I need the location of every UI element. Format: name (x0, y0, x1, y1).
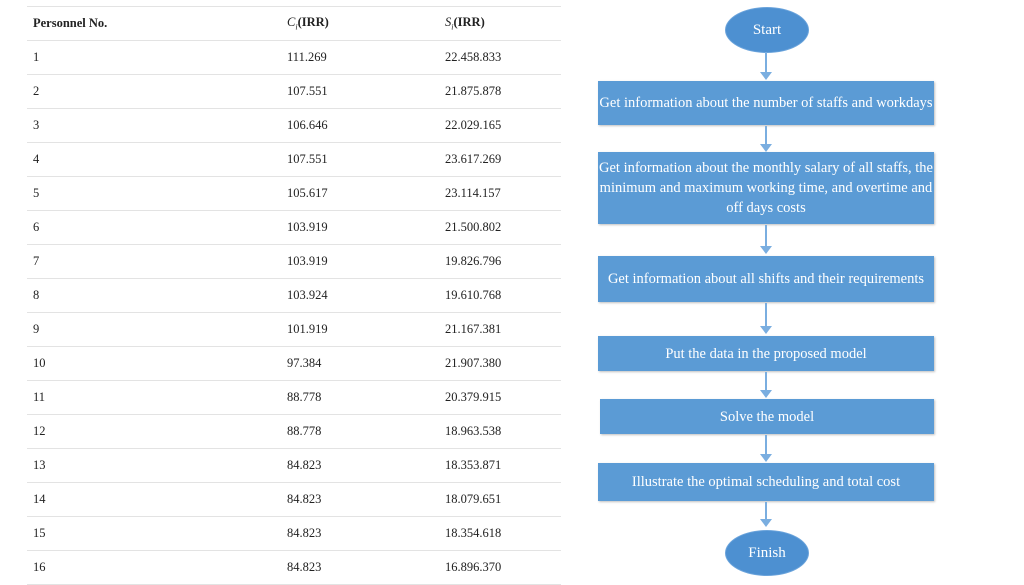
cell-ci: 97.384 (281, 346, 439, 381)
arrow-5 (760, 372, 772, 398)
cell-si: 20.379.915 (439, 380, 561, 415)
cell-personnel-no: 1 (27, 40, 281, 75)
cell-personnel-no: 2 (27, 74, 281, 109)
arrow-1 (760, 52, 772, 80)
cell-si: 18.079.651 (439, 482, 561, 517)
cell-ci: 107.551 (281, 142, 439, 177)
header-ci-symbol: C (287, 15, 296, 30)
cell-personnel-no: 9 (27, 312, 281, 347)
cell-si: 16.896.370 (439, 550, 561, 585)
cell-ci: 84.823 (281, 516, 439, 551)
arrow-3 (760, 225, 772, 254)
arrow-2 (760, 126, 772, 152)
cell-ci: 88.778 (281, 380, 439, 415)
header-si-unit: (IRR) (453, 15, 485, 30)
step-illustrate-results: Illustrate the optimal scheduling and to… (598, 463, 934, 501)
cell-personnel-no: 3 (27, 108, 281, 143)
table-header-row: Personnel No. Ci(IRR) Si(IRR) (27, 6, 561, 41)
cell-si: 19.826.796 (439, 244, 561, 279)
cell-personnel-no: 5 (27, 176, 281, 211)
cell-ci: 103.919 (281, 210, 439, 245)
cell-si: 19.610.768 (439, 278, 561, 313)
cell-si: 22.029.165 (439, 108, 561, 143)
cell-ci: 111.269 (281, 40, 439, 75)
cell-personnel-no: 10 (27, 346, 281, 381)
arrow-6 (760, 435, 772, 462)
cell-ci: 105.617 (281, 176, 439, 211)
header-ci: Ci(IRR) (281, 6, 439, 41)
arrow-4 (760, 303, 772, 334)
cell-ci: 84.823 (281, 482, 439, 517)
cell-ci: 88.778 (281, 414, 439, 449)
cell-personnel-no: 12 (27, 414, 281, 449)
cell-personnel-no: 8 (27, 278, 281, 313)
cell-si: 23.617.269 (439, 142, 561, 177)
cell-ci: 106.646 (281, 108, 439, 143)
header-ci-sub: i (295, 22, 298, 32)
cell-si: 18.353.871 (439, 448, 561, 483)
step-shifts-requirements: Get information about all shifts and the… (598, 256, 934, 302)
cell-ci: 101.919 (281, 312, 439, 347)
cell-personnel-no: 15 (27, 516, 281, 551)
cell-si: 23.114.157 (439, 176, 561, 211)
step-solve-model: Solve the model (600, 399, 934, 434)
header-si-symbol: S (445, 15, 452, 30)
cell-si: 18.963.538 (439, 414, 561, 449)
step-salary-costs: Get information about the monthly salary… (598, 152, 934, 224)
header-si-sub: i (451, 22, 454, 32)
step-put-data: Put the data in the proposed model (598, 336, 934, 371)
cell-si: 21.875.878 (439, 74, 561, 109)
start-node: Start (725, 7, 809, 53)
cell-si: 21.500.802 (439, 210, 561, 245)
cell-ci: 84.823 (281, 550, 439, 585)
cell-ci: 103.924 (281, 278, 439, 313)
step-staff-workdays: Get information about the number of staf… (598, 81, 934, 125)
cell-si: 21.167.381 (439, 312, 561, 347)
header-si: Si(IRR) (439, 6, 561, 41)
cell-personnel-no: 4 (27, 142, 281, 177)
arrow-7 (760, 502, 772, 527)
cell-ci: 103.919 (281, 244, 439, 279)
cell-si: 21.907.380 (439, 346, 561, 381)
finish-node: Finish (725, 530, 809, 576)
cell-ci: 84.823 (281, 448, 439, 483)
cell-personnel-no: 7 (27, 244, 281, 279)
cell-personnel-no: 6 (27, 210, 281, 245)
header-personnel-no: Personnel No. (27, 6, 281, 41)
flowchart: Start Get information about the number o… (590, 0, 950, 576)
cell-personnel-no: 11 (27, 380, 281, 415)
cell-personnel-no: 16 (27, 550, 281, 585)
cell-si: 22.458.833 (439, 40, 561, 75)
cell-si: 18.354.618 (439, 516, 561, 551)
cell-personnel-no: 14 (27, 482, 281, 517)
header-ci-unit: (IRR) (297, 15, 329, 30)
cell-ci: 107.551 (281, 74, 439, 109)
cell-personnel-no: 13 (27, 448, 281, 483)
